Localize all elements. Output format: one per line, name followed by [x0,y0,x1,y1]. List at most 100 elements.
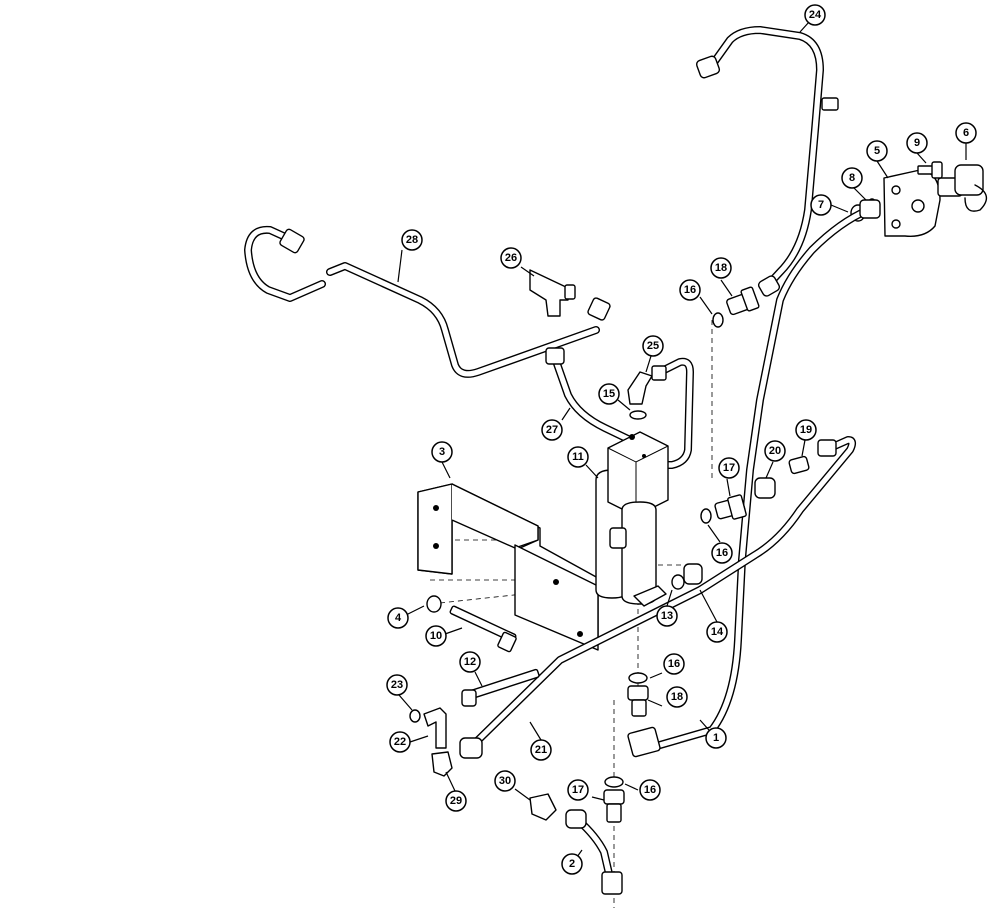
tube-28 [244,225,600,378]
callout-24-label: 24 [809,9,822,21]
callout-22-label: 22 [394,736,406,748]
callout-18-lower-label: 18 [671,691,683,703]
elbow-30 [529,793,557,821]
callout-6-label: 6 [963,127,969,139]
callout-21-label: 21 [535,744,547,756]
callout-19: 19 [795,419,817,441]
callout-5-label: 5 [874,145,880,157]
callout-4-label: 4 [395,612,402,624]
o-ring-16-middle [700,508,712,524]
mounting-bracket-3 [417,483,599,651]
callout-1: 1 [705,727,727,749]
callout-11-label: 11 [572,451,584,463]
callout-20: 20 [764,440,786,462]
valve-body-11 [595,431,669,607]
bolt-10 [449,605,517,653]
elbow-25 [627,357,694,469]
callout-13-label: 13 [661,610,673,622]
callout-18-upper: 18 [710,257,732,279]
tube-2 [565,809,623,895]
callout-5: 5 [866,140,888,162]
callout-12: 12 [459,651,481,673]
callout-9: 9 [906,132,928,154]
callout-26-label: 26 [505,252,517,264]
callout-10-label: 10 [430,630,442,642]
elbow-29 [431,751,453,777]
callout-2-label: 2 [569,858,575,870]
tube-1 [627,199,881,758]
callout-23-label: 23 [391,679,403,691]
washer-4 [426,595,442,613]
adapter-17-lower [603,789,625,823]
callout-16-middle-label: 16 [716,547,728,559]
callout-7: 7 [810,194,832,216]
callout-20-label: 20 [769,445,781,457]
o-ring-13 [671,574,685,590]
callout-19-label: 19 [800,424,812,436]
o-ring-16-bottom [604,776,624,788]
callout-26: 26 [500,247,522,269]
o-ring-15 [629,410,647,420]
callout-14-label: 14 [711,626,724,638]
callout-1-label: 1 [713,732,719,744]
callout-4: 4 [387,607,409,629]
callout-30: 30 [494,770,516,792]
callout-16-lower: 16 [663,653,685,675]
callout-16-upper: 16 [679,279,701,301]
tube-21 [459,436,857,759]
adapter-18-upper [726,286,760,316]
callout-17-lower: 17 [567,779,589,801]
callout-25-label: 25 [647,340,659,352]
callout-14: 14 [706,621,728,643]
callout-28: 28 [401,229,423,251]
bolt-9 [917,161,943,179]
tube-24 [695,26,839,297]
callout-6: 6 [955,122,977,144]
callout-8: 8 [841,167,863,189]
callout-23: 23 [386,674,408,696]
callout-10: 10 [425,625,447,647]
callout-9-label: 9 [914,137,920,149]
elbow-22 [423,707,447,749]
o-ring-16-lower [628,672,648,684]
callout-27-label: 27 [546,424,558,436]
callout-29: 29 [445,790,467,812]
adapter-17-middle [714,494,747,520]
callout-24: 24 [804,4,826,26]
tee-fitting-26 [529,269,611,321]
o-ring-23 [409,709,421,723]
callout-16-upper-label: 16 [684,284,696,296]
callout-15: 15 [598,383,620,405]
callout-16-bottom: 16 [639,779,661,801]
callout-21: 21 [530,739,552,761]
callout-17-lower-label: 17 [572,784,584,796]
callout-18-upper-label: 18 [715,262,727,274]
o-ring-16-upper [712,312,724,328]
plug-14 [683,563,703,585]
callout-18-lower: 18 [666,686,688,708]
callout-12-label: 12 [464,656,476,668]
callout-16-middle: 16 [711,542,733,564]
callout-7-label: 7 [818,199,824,211]
callout-16-bottom-label: 16 [644,784,656,796]
callout-29-label: 29 [450,795,462,807]
callout-22: 22 [389,731,411,753]
callout-17-middle-label: 17 [723,462,735,474]
callout-11: 11 [567,446,589,468]
callout-15-label: 15 [603,388,615,400]
adapter-18-lower [627,685,649,717]
callout-30-label: 30 [499,775,511,787]
tube-27 [545,347,634,444]
callout-3-label: 3 [439,446,445,458]
bolt-12 [461,668,540,707]
callout-13: 13 [656,605,678,627]
callout-2: 2 [561,853,583,875]
callout-3: 3 [431,441,453,463]
callout-25: 25 [642,335,664,357]
bracket-5 [883,169,941,237]
callout-leaders [397,21,967,865]
callout-28-label: 28 [406,234,418,246]
callout-8-label: 8 [849,172,855,184]
callout-16-lower-label: 16 [668,658,680,670]
